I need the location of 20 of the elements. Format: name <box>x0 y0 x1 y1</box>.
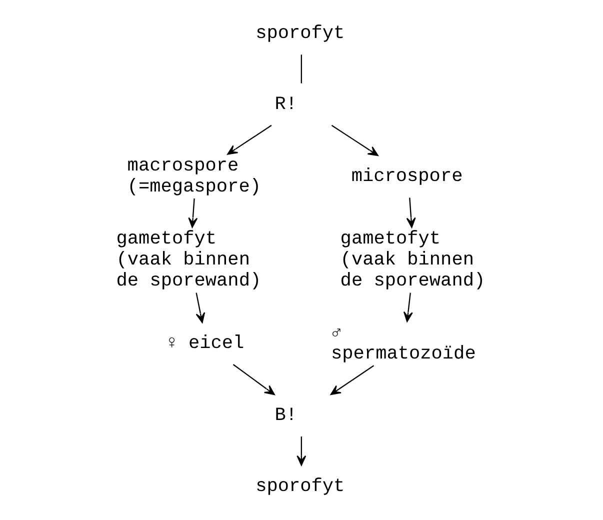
node-text: ♂ spermatozoïde <box>330 322 476 364</box>
node-text: sporofyt <box>255 23 344 44</box>
arrow <box>232 364 274 396</box>
node-text: macrospore (=megaspore) <box>126 155 260 198</box>
node-text: gametofyt (vaak binnen de sporewand) <box>340 228 485 292</box>
node-text: R! <box>274 94 297 115</box>
node-text: ♀ eicel <box>166 332 244 354</box>
arrow <box>188 198 198 228</box>
arrow <box>226 124 272 155</box>
arrow <box>406 198 416 228</box>
arrow <box>330 124 378 156</box>
arrow <box>195 292 205 324</box>
node-text: gametofyt (vaak binnen de sporewand) <box>116 228 261 292</box>
connector <box>300 54 302 84</box>
arrow <box>402 292 412 322</box>
arrow <box>330 365 374 396</box>
node-text: sporofyt <box>255 476 344 497</box>
node-text: B! <box>274 404 297 426</box>
arrow <box>296 436 306 466</box>
node-text: microspore <box>350 166 462 187</box>
